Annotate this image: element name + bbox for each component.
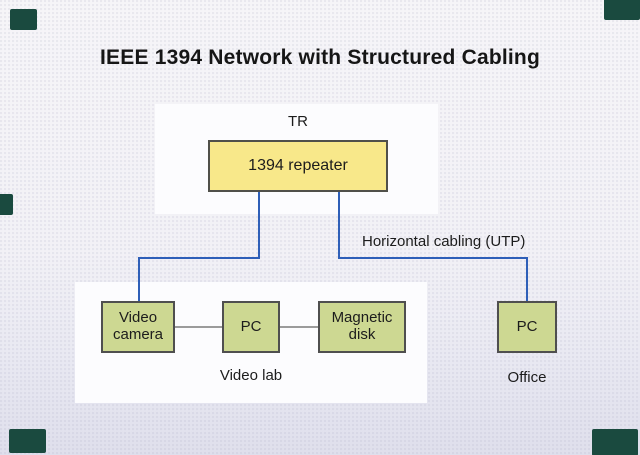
office-caption: Office <box>507 369 547 386</box>
repeater-box: 1394 repeater <box>208 140 388 192</box>
lab-pc-box: PC <box>222 301 280 353</box>
office-pc-box: PC <box>497 301 557 353</box>
cable-right-horizontal <box>338 257 528 259</box>
corner-mark-middle-left <box>0 194 13 215</box>
connector-pc-to-disk <box>280 326 318 328</box>
cable-left-horizontal <box>138 257 260 259</box>
corner-mark-bottom-left <box>9 429 46 453</box>
corner-mark-top-right <box>604 0 640 20</box>
corner-mark-top-left <box>10 9 37 30</box>
video-camera-box: Video camera <box>101 301 175 353</box>
cable-left-vertical-upper <box>258 192 260 259</box>
horizontal-cabling-label: Horizontal cabling (UTP) <box>362 233 526 250</box>
corner-mark-bottom-right <box>592 429 638 455</box>
connector-camera-to-pc <box>175 326 222 328</box>
cable-right-vertical-lower <box>526 257 528 303</box>
cable-left-vertical-lower <box>138 257 140 303</box>
diagram-title: IEEE 1394 Network with Structured Cablin… <box>100 46 540 69</box>
cable-right-vertical-upper <box>338 192 340 259</box>
tr-label: TR <box>288 113 308 130</box>
magnetic-disk-box: Magnetic disk <box>318 301 406 353</box>
video-lab-caption: Video lab <box>219 367 283 384</box>
